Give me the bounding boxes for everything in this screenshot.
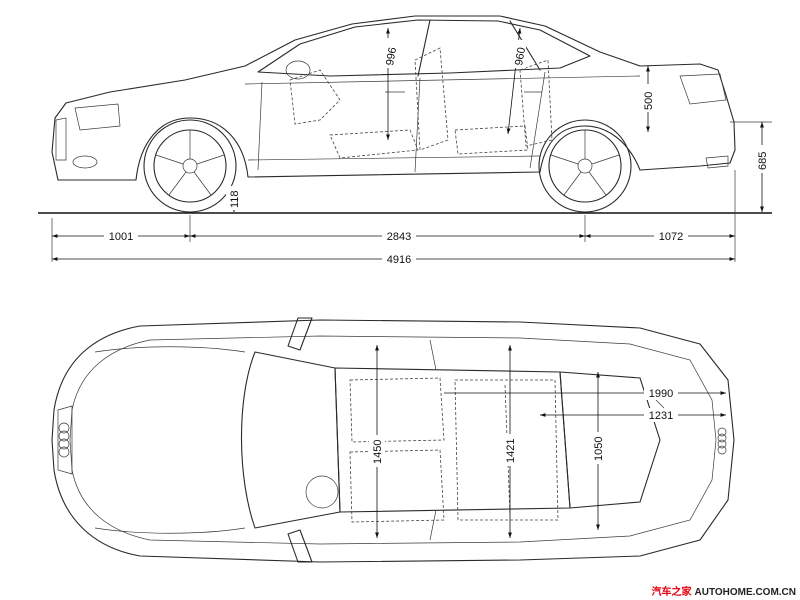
audi-rings-icon [58, 422, 70, 458]
side-interior-seats [289, 47, 553, 159]
side-body-outline [51, 15, 736, 181]
width-with-mirrors-value: 1990 [649, 388, 673, 400]
watermark-en: AUTOHOME.COM.CN [694, 587, 796, 598]
left-mirror [287, 317, 313, 351]
right-mirror [287, 529, 313, 563]
front-door-line [257, 81, 263, 171]
top-body-outline [51, 319, 735, 563]
top-shoulder-line [69, 335, 717, 545]
rear-wheel [538, 119, 632, 213]
side-mirror [285, 60, 311, 80]
windshield [240, 351, 341, 529]
wheelbase-value: 2843 [387, 231, 411, 243]
headlight [74, 103, 121, 131]
side-view: 996 960 500 685 118 1001 2843 1072 4916 [38, 15, 772, 266]
overall-length-value: 4916 [387, 254, 411, 266]
front-grille-top [57, 405, 73, 475]
fog-light [72, 155, 98, 169]
rear-window [559, 371, 661, 509]
rear-headroom-value: 960 [513, 46, 528, 66]
exhaust [705, 155, 729, 169]
front-headroom-value: 996 [384, 46, 399, 66]
belt-line [244, 75, 641, 85]
hood-line [94, 346, 246, 534]
front-shoulder-width-value: 1450 [372, 440, 384, 464]
rear-door-line [414, 77, 421, 173]
ground-clearance-value: 118 [229, 190, 241, 208]
audi-rings-rear-icon [717, 427, 727, 455]
side-window-outline [257, 19, 591, 77]
b-pillar-top [429, 339, 437, 541]
trunk-height-value: 500 [643, 92, 655, 110]
rear-shoulder-width-value: 1421 [505, 439, 517, 463]
sill-line [247, 155, 541, 161]
front-grille [55, 117, 67, 161]
trunk-width-value: 1231 [649, 410, 673, 422]
steering-wheel [305, 475, 339, 509]
rear-loading-height-value: 685 [757, 152, 769, 170]
rear-overhang-value: 1072 [659, 231, 683, 243]
front-overhang-value: 1001 [109, 231, 133, 243]
b-pillar [417, 19, 431, 77]
trunk-length-value: 1050 [593, 437, 605, 461]
top-view: 1450 1421 1050 1990 1231 [51, 317, 735, 563]
rear-door-end-line [529, 71, 546, 169]
watermark-cn: 汽车之家 [651, 587, 692, 598]
tail-light [679, 73, 727, 105]
front-wheel [143, 119, 237, 213]
